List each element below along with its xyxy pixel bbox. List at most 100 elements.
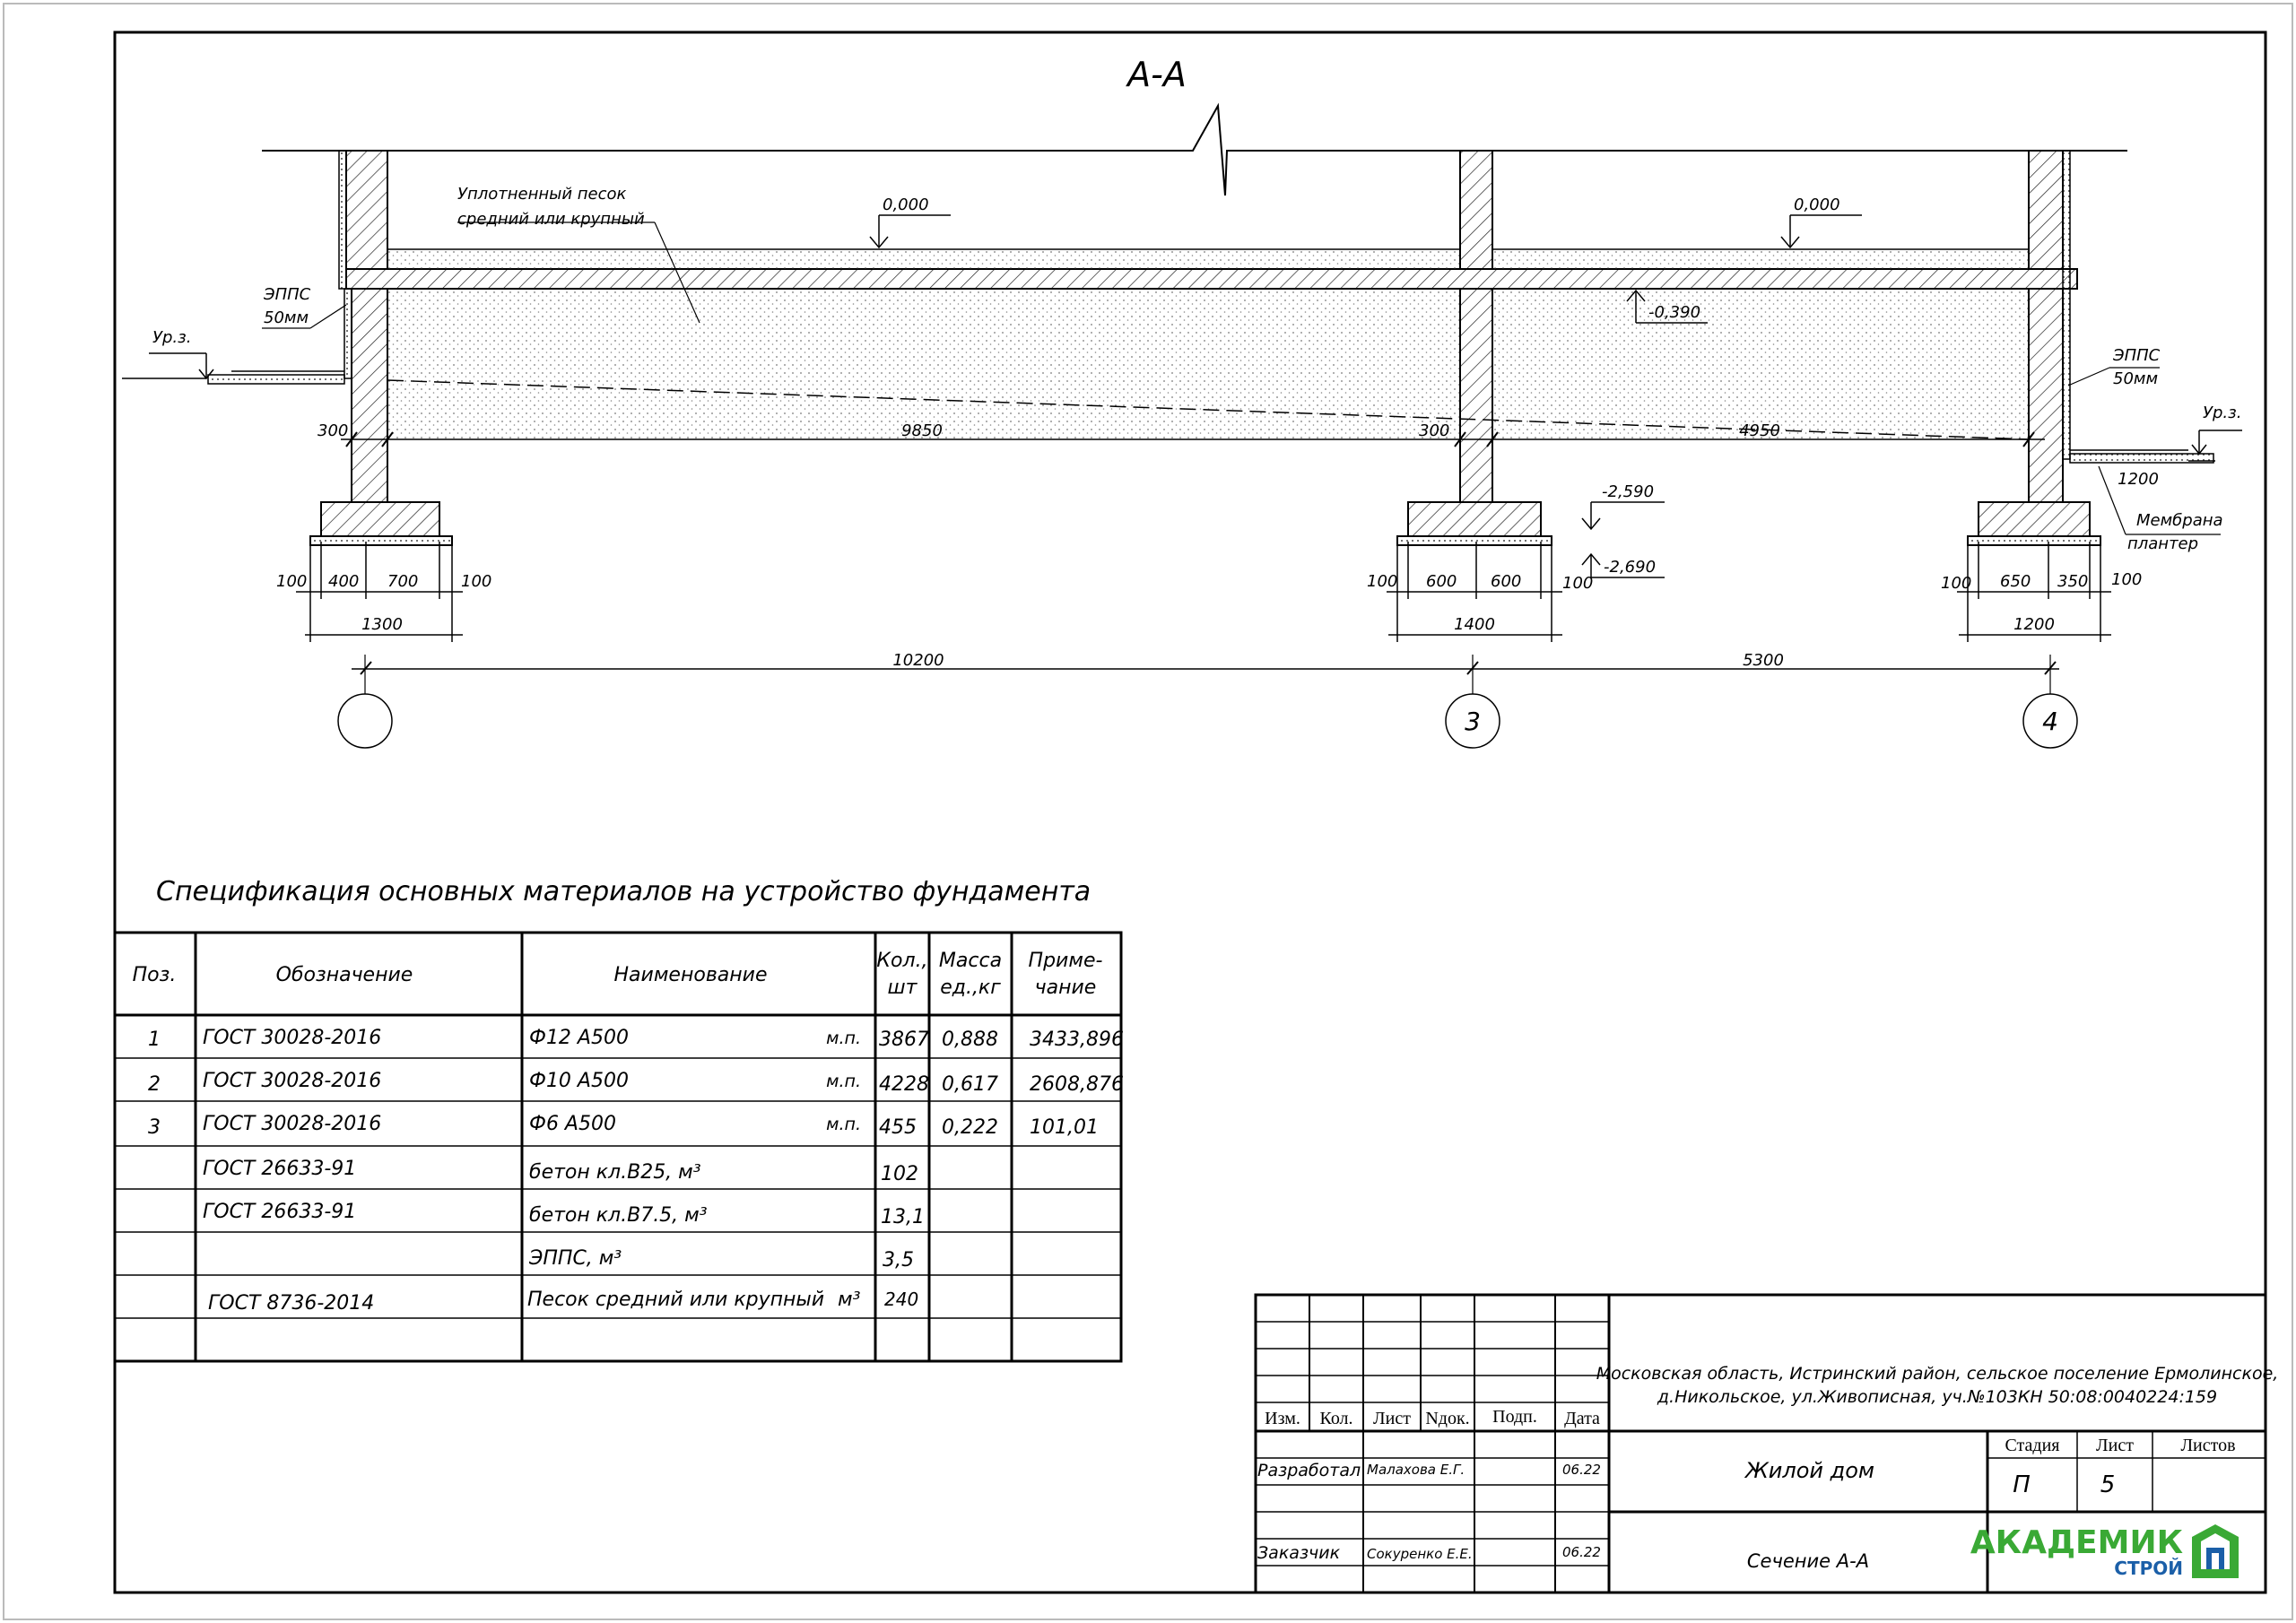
spec-table bbox=[113, 931, 1123, 1363]
spec-header-mass-1: Масса bbox=[939, 950, 1002, 972]
table-row-5-name: бетон кл.В7.5, м³ bbox=[529, 1204, 708, 1227]
level-footing-bottom: -2,690 bbox=[1604, 558, 1656, 577]
table-row-2-mass: 0,617 bbox=[942, 1073, 998, 1096]
developer-date: 06.22 bbox=[1562, 1462, 1601, 1478]
eps-right-upper bbox=[2062, 150, 2071, 290]
rev-header-izm: Изм. bbox=[1265, 1409, 1300, 1428]
dim-axis-right: 5300 bbox=[1743, 651, 1784, 670]
axis-bubble-3 bbox=[1445, 693, 1500, 749]
table-row-2-note: 2608,876 bbox=[1030, 1073, 1124, 1096]
rev-header-podp: Подп. bbox=[1492, 1407, 1537, 1427]
sand-fill-right bbox=[1492, 289, 2029, 439]
table-row-6-qty: 3,5 bbox=[883, 1249, 914, 1271]
footing-2 bbox=[1407, 501, 1542, 537]
table-row-1-unit: м.п. bbox=[826, 1028, 861, 1048]
sheets-label: Листов bbox=[2180, 1436, 2235, 1455]
customer-name: Сокуренко Е.Е. bbox=[1367, 1546, 1473, 1562]
eps-right-lower bbox=[2062, 288, 2071, 460]
eps-left-label-2: 50мм bbox=[264, 308, 309, 327]
role-customer: Заказчик bbox=[1257, 1543, 1341, 1563]
section-title: А-А bbox=[1125, 55, 1187, 94]
ground-left-label: Ур.з. bbox=[152, 328, 191, 347]
wall-mid-upper bbox=[1459, 150, 1493, 270]
spec-header-qty-1: Кол., bbox=[876, 950, 927, 972]
title-block-text: Московская область, Истринский район, се… bbox=[1257, 1364, 2278, 1579]
logo-sub-text: СТРОЙ bbox=[2114, 1558, 2183, 1579]
role-developer: Разработал bbox=[1257, 1461, 1361, 1480]
sand-label-2: средний или крупный bbox=[457, 210, 645, 229]
stage-value: П bbox=[2013, 1471, 2031, 1498]
dim-f1-total: 1300 bbox=[361, 615, 403, 634]
dim-f2-c: 600 bbox=[1491, 572, 1521, 591]
sheet-label: Лист bbox=[2096, 1436, 2134, 1455]
wall-left-upper bbox=[345, 150, 388, 270]
table-row-1-mass: 0,888 bbox=[942, 1028, 998, 1051]
dim-f2-d: 100 bbox=[1562, 574, 1593, 593]
dim-f1-b: 400 bbox=[328, 572, 359, 591]
blind-area-left bbox=[207, 374, 345, 385]
ground-right-label: Ур.з. bbox=[2203, 404, 2241, 422]
eps-right-label-2: 50мм bbox=[2113, 369, 2158, 388]
table-row-4-name: бетон кл.В25, м³ bbox=[529, 1161, 701, 1184]
dim-axis-left: 10200 bbox=[892, 651, 944, 670]
dim-right-offset: 1200 bbox=[2118, 470, 2159, 489]
floor-topping-left bbox=[387, 248, 1461, 270]
wall-right-upper bbox=[2028, 150, 2064, 270]
dim-f3-a: 100 bbox=[1941, 574, 1971, 593]
dim-f3-total: 1200 bbox=[2013, 615, 2055, 634]
dim-span-right: 4950 bbox=[1739, 421, 1780, 440]
axis-bubble-left bbox=[337, 693, 393, 749]
footing-2-base bbox=[1396, 535, 1552, 546]
frame-border bbox=[113, 30, 2267, 1594]
dim-f1-c: 700 bbox=[387, 572, 418, 591]
rev-header-list: Лист bbox=[1373, 1409, 1411, 1428]
table-row-7-name: Песок средний или крупный bbox=[527, 1289, 824, 1311]
level-footing-top: -2,590 bbox=[1602, 482, 1654, 501]
axis-label-4: 4 bbox=[2042, 707, 2058, 736]
table-row-3-pos: 3 bbox=[148, 1116, 161, 1139]
dim-f2-b: 600 bbox=[1426, 572, 1457, 591]
table-row-1-pos: 1 bbox=[148, 1028, 161, 1051]
level-top-right: 0,000 bbox=[1794, 195, 1840, 214]
table-row-2-designation: ГОСТ 30028-2016 bbox=[203, 1070, 381, 1092]
membrane-label-2: плантер bbox=[2127, 534, 2198, 553]
table-row-5-designation: ГОСТ 26633-91 bbox=[203, 1201, 356, 1223]
dim-f2-total: 1400 bbox=[1454, 615, 1495, 634]
dim-wall-mid: 300 bbox=[1419, 421, 1449, 440]
table-row-3-unit: м.п. bbox=[826, 1115, 861, 1134]
spec-header-pos: Поз. bbox=[133, 964, 177, 986]
spec-header-qty-2: шт bbox=[888, 976, 918, 999]
logo-main-text: АКАДЕМИК bbox=[1970, 1524, 2183, 1561]
footing-3-base bbox=[1967, 535, 2101, 546]
rev-header-date: Дата bbox=[1564, 1409, 1600, 1428]
table-row-1-name: Ф12 А500 bbox=[529, 1027, 629, 1049]
break-line bbox=[262, 102, 2127, 196]
dim-wall-left: 300 bbox=[317, 421, 348, 440]
spec-header-note-2: чание bbox=[1035, 976, 1097, 999]
dim-f1-d: 100 bbox=[461, 572, 491, 591]
dim-f3-d: 100 bbox=[2111, 570, 2142, 589]
sheet-title: Сечение А-А bbox=[1747, 1550, 1869, 1572]
spec-header-name: Наименование bbox=[614, 964, 768, 986]
spec-header-designation: Обозначение bbox=[276, 964, 413, 986]
spec-table-text: Поз. Обозначение Наименование Кол., шт М… bbox=[133, 950, 1124, 1315]
table-row-3-mass: 0,222 bbox=[942, 1116, 998, 1139]
table-row-1-note: 3433,896 bbox=[1030, 1028, 1124, 1051]
table-row-3-qty: 455 bbox=[879, 1116, 917, 1139]
dim-f2-a: 100 bbox=[1367, 572, 1397, 591]
level-top-left: 0,000 bbox=[883, 195, 929, 214]
footing-3 bbox=[1978, 501, 2091, 537]
axis-bubble-4 bbox=[2022, 693, 2078, 749]
spec-header-mass-2: ед.,кг bbox=[940, 976, 1001, 999]
wall-mid-lower bbox=[1459, 288, 1493, 503]
table-row-4-qty: 102 bbox=[881, 1163, 918, 1185]
company-logo: АКАДЕМИК СТРОЙ bbox=[1970, 1524, 2239, 1579]
table-row-7-designation: ГОСТ 8736-2014 bbox=[208, 1292, 374, 1315]
eps-left-label-1: ЭППС bbox=[263, 285, 311, 304]
table-row-4-designation: ГОСТ 26633-91 bbox=[203, 1158, 356, 1180]
eps-left-upper bbox=[338, 150, 347, 290]
footing-1-base bbox=[309, 535, 453, 546]
table-row-7-unit: м³ bbox=[838, 1289, 861, 1311]
blind-area-right bbox=[2069, 453, 2214, 464]
